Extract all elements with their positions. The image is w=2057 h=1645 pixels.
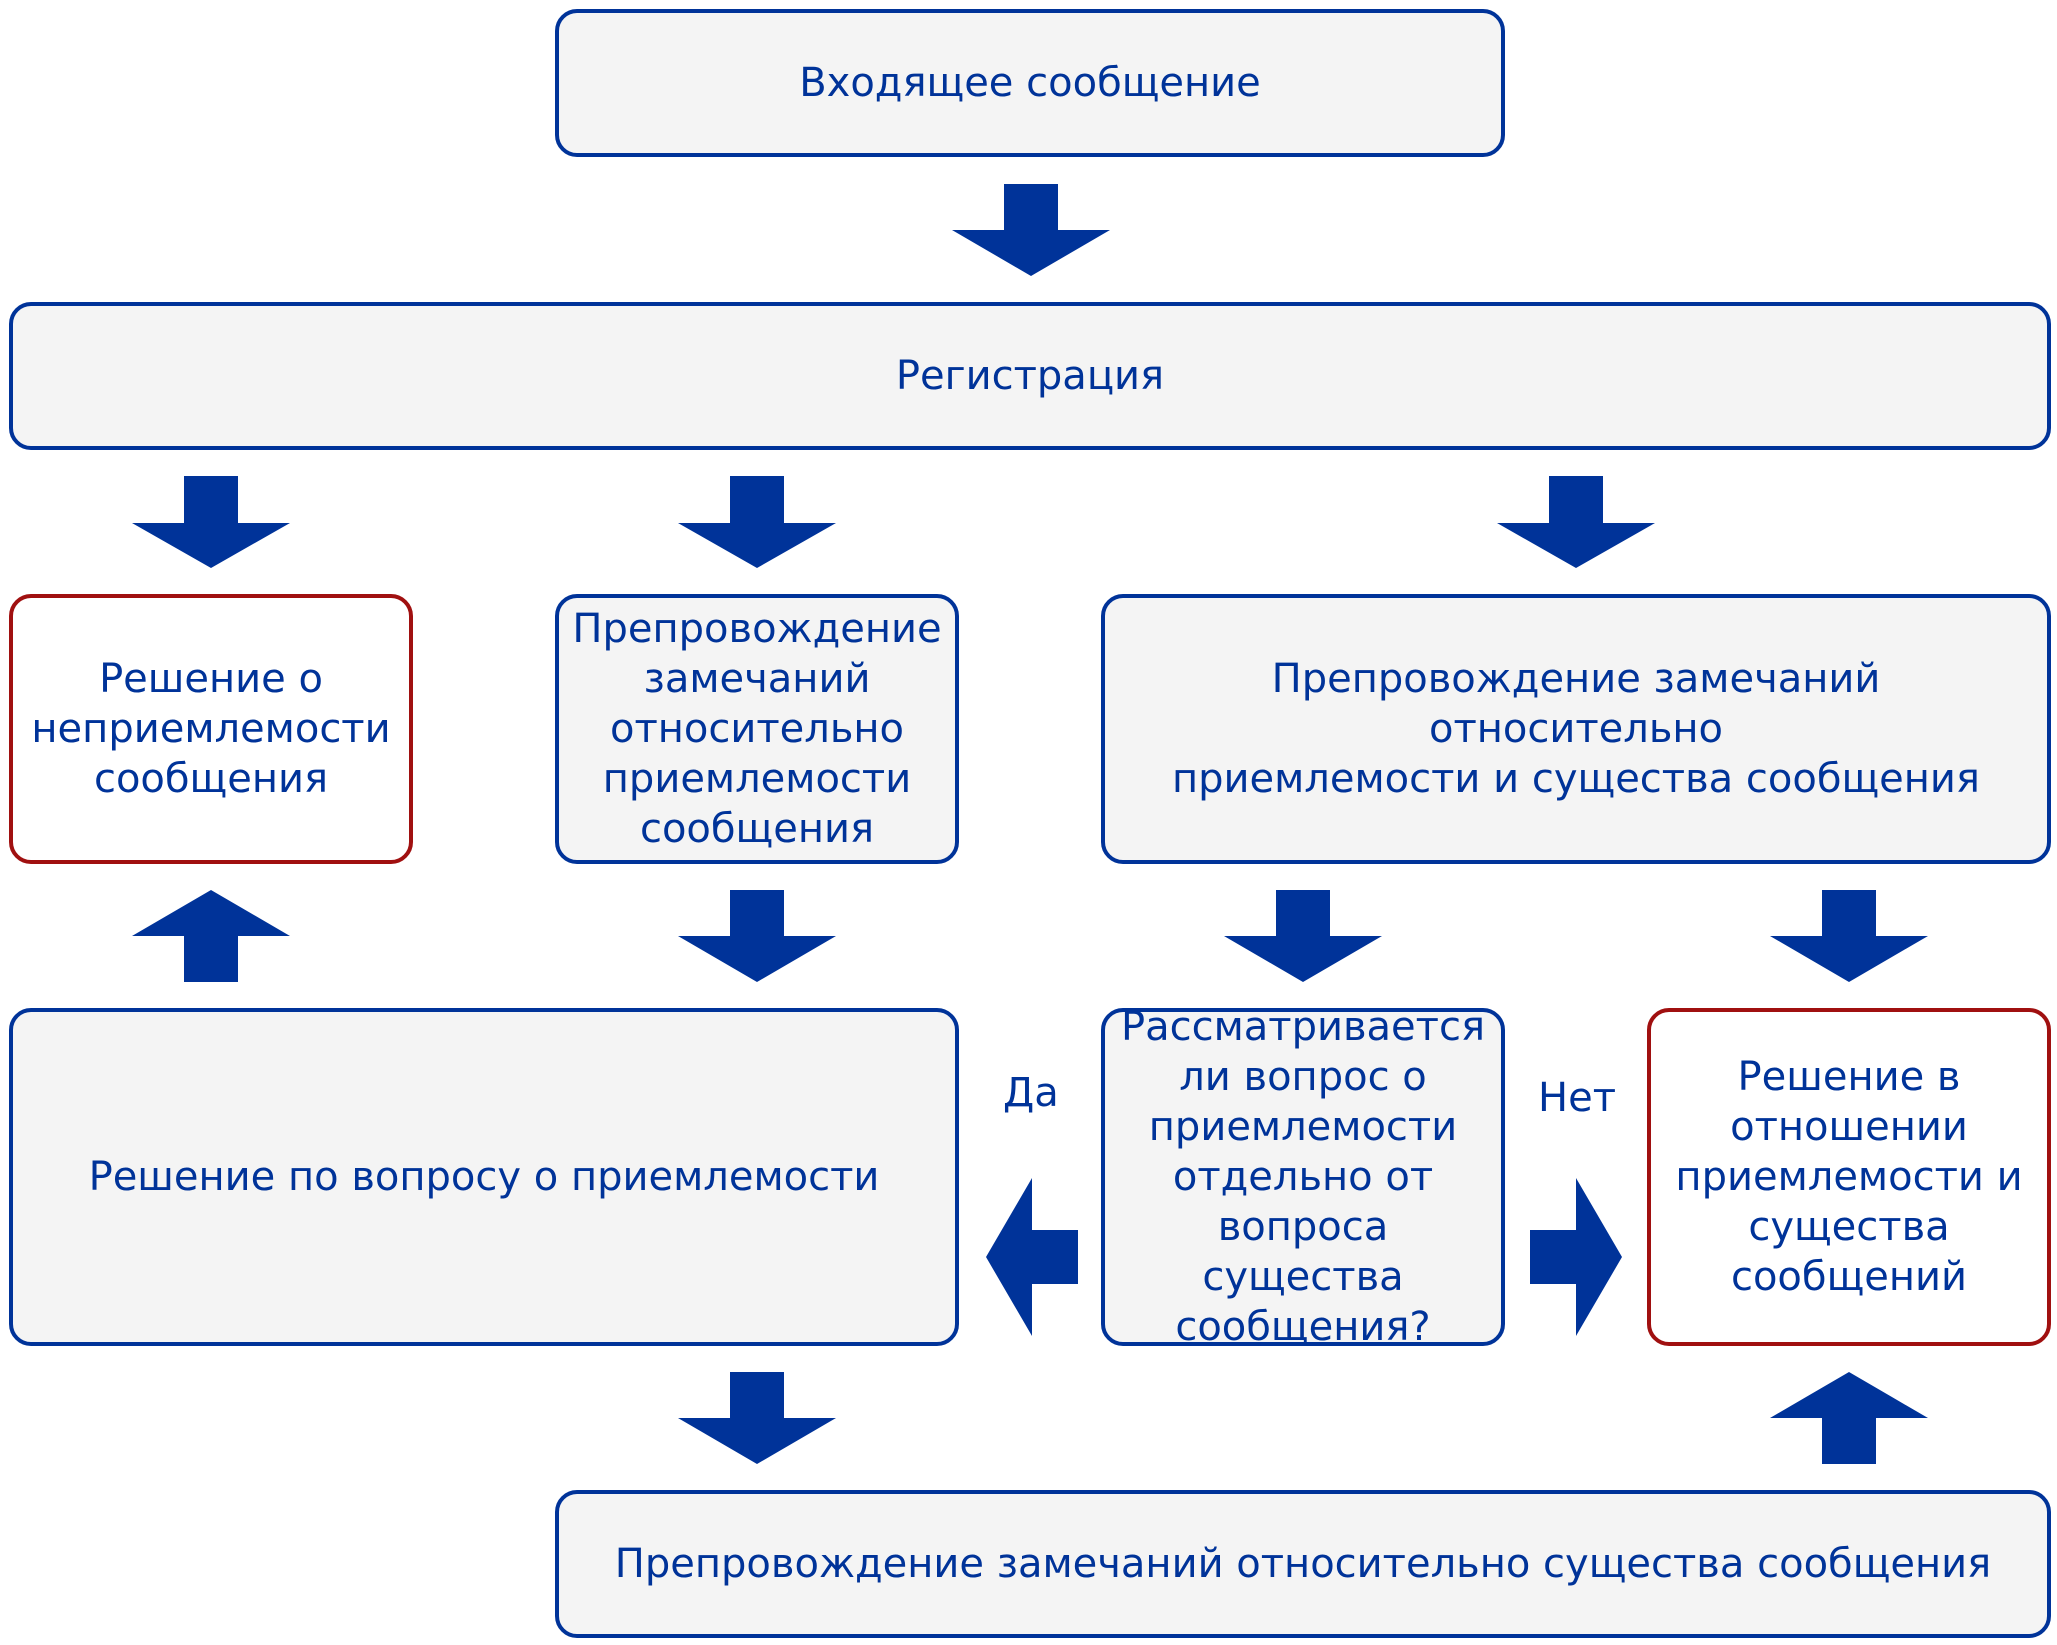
arrow-down-icon <box>678 1372 836 1464</box>
separate-question-box: Рассматривается ли вопрос о приемлемости… <box>1101 1004 1505 1350</box>
inadmissibility-decision-label: Решение о неприемлемости сообщения <box>31 656 391 802</box>
incoming-message-label: Входящее сообщение <box>799 60 1261 106</box>
final-decision-box: Решение в отношении приемлемости и сущес… <box>1647 1008 2051 1346</box>
admissibility-merits-observations-box: Препровождение замечаний относительно пр… <box>1101 594 2051 864</box>
arrow-left-icon <box>986 1178 1078 1336</box>
incoming-message-box: Входящее сообщение <box>555 9 1505 157</box>
admissibility-decision-label: Решение по вопросу о приемлемости <box>88 1154 880 1200</box>
registration-label: Регистрация <box>895 353 1165 399</box>
arrow-down-icon <box>1770 890 1928 982</box>
admissibility-observations-label: Препровождение замечаний относительно пр… <box>572 606 942 852</box>
arrow-up-icon <box>1770 1372 1928 1464</box>
merits-observations-label: Препровождение замечаний относительно су… <box>614 1541 1992 1587</box>
arrow-down-icon <box>1224 890 1382 982</box>
separate-question-label: Рассматривается ли вопрос о приемлемости… <box>1120 1004 1486 1350</box>
arrow-down-icon <box>678 476 836 568</box>
yes-label: Да <box>1003 1070 1059 1116</box>
arrow-down-icon <box>132 476 290 568</box>
arrow-down-icon <box>678 890 836 982</box>
registration-box: Регистрация <box>9 302 2051 450</box>
inadmissibility-decision-box: Решение о неприемлемости сообщения <box>9 594 413 864</box>
arrow-down-icon <box>952 184 1110 276</box>
arrow-up-icon <box>132 890 290 982</box>
admissibility-decision-box: Решение по вопросу о приемлемости <box>9 1008 959 1346</box>
admissibility-observations-box: Препровождение замечаний относительно пр… <box>555 594 959 864</box>
merits-observations-box: Препровождение замечаний относительно су… <box>555 1490 2051 1638</box>
final-decision-label: Решение в отношении приемлемости и сущес… <box>1675 1054 2023 1300</box>
arrow-right-icon <box>1530 1178 1622 1336</box>
admissibility-merits-observations-label: Препровождение замечаний относительно пр… <box>1171 656 1980 802</box>
no-label: Нет <box>1538 1075 1616 1121</box>
arrow-down-icon <box>1497 476 1655 568</box>
